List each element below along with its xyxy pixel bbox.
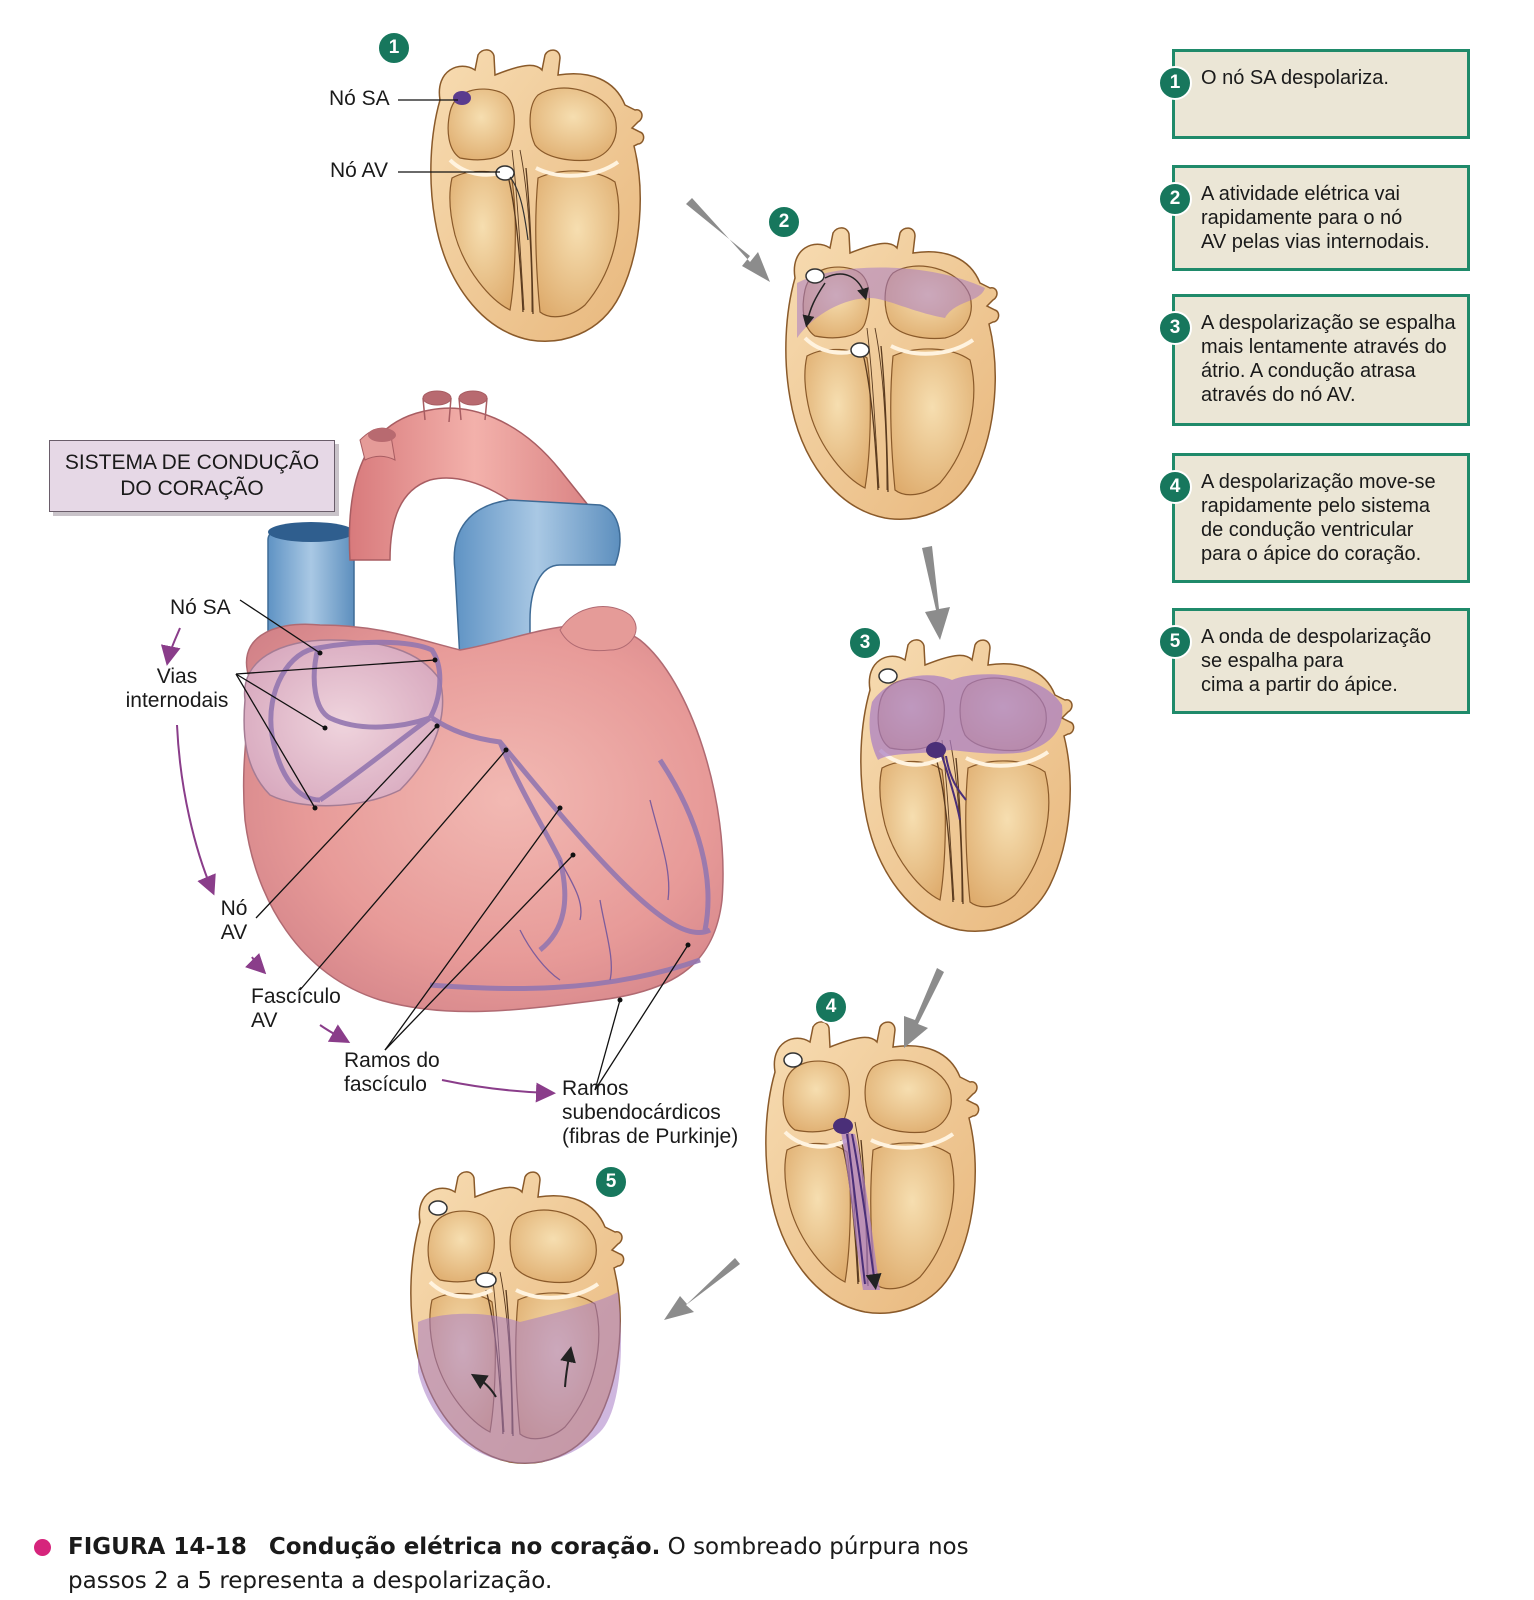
step1-badge: 1 bbox=[377, 31, 411, 65]
step1-desc-text: O nó SA despolariza. bbox=[1201, 67, 1389, 89]
figure-caption: FIGURA 14-18 Condução elétrica no coraçã… bbox=[34, 1530, 1134, 1598]
label-fasciculo-av: Fascículo AV bbox=[251, 985, 341, 1033]
step4-description: 4 A despolarização move-se rapidamente p… bbox=[1158, 453, 1470, 583]
label-ramos-line1: Ramos do bbox=[344, 1049, 440, 1072]
step3-desc-badge: 3 bbox=[1158, 311, 1192, 345]
step2-desc-text: A atividade elétrica vai rapidamente par… bbox=[1201, 183, 1430, 253]
step2-desc-badge: 2 bbox=[1158, 182, 1192, 216]
label-ramos-fasciculo: Ramos do fascículo bbox=[344, 1049, 440, 1097]
label-no-sa: Nó SA bbox=[170, 596, 231, 619]
caption-figure-number: FIGURA 14-18 bbox=[68, 1534, 247, 1560]
label-vias-line2: internodais bbox=[125, 689, 229, 712]
conduction-system-title: SISTEMA DE CONDUÇÃO DO CORAÇÃO bbox=[49, 440, 335, 512]
label-vias-internodais: Vias internodais bbox=[118, 665, 236, 713]
step3-badge: 3 bbox=[848, 626, 882, 660]
caption-title: Condução elétrica no coração. bbox=[268, 1534, 661, 1560]
label-no-av-line2: AV bbox=[220, 921, 248, 944]
step1-no-av-label: Nó AV bbox=[330, 159, 388, 182]
step5-badge: 5 bbox=[594, 1165, 628, 1199]
caption-text-line2: passos 2 a 5 representa a despolarização… bbox=[68, 1568, 553, 1594]
step2-heart bbox=[783, 225, 1001, 522]
step4-heart bbox=[763, 1019, 981, 1316]
step1-desc-badge: 1 bbox=[1158, 66, 1192, 100]
step1-heart bbox=[428, 47, 646, 344]
step3-desc-text: A despolarização se espalha mais lentame… bbox=[1201, 312, 1456, 406]
step3-description: 3 A despolarização se espalha mais lenta… bbox=[1158, 294, 1470, 426]
step2-badge: 2 bbox=[767, 205, 801, 239]
step5-heart bbox=[408, 1169, 626, 1466]
label-sub-line3: (fibras de Purkinje) bbox=[562, 1125, 739, 1148]
label-ramos-line2: fascículo bbox=[344, 1073, 427, 1096]
step4-badge: 4 bbox=[814, 990, 848, 1024]
step4-desc-badge: 4 bbox=[1158, 470, 1192, 504]
step1-description: 1 O nó SA despolariza. bbox=[1158, 49, 1470, 139]
title-line2: DO CORAÇÃO bbox=[120, 477, 264, 500]
label-fasciculo-line1: Fascículo bbox=[251, 985, 341, 1008]
step5-description: 5 A onda de despolarização se espalha pa… bbox=[1158, 608, 1470, 714]
caption-bullet-icon bbox=[34, 1539, 51, 1556]
main-heart-illustration bbox=[160, 390, 724, 1103]
step4-desc-text: A despolarização move-se rapidamente pel… bbox=[1201, 471, 1436, 565]
label-ramos-subendocardicos: Ramos subendocárdicos (fibras de Purkinj… bbox=[562, 1077, 738, 1149]
label-no-av-line1: Nó bbox=[220, 897, 248, 920]
step5-desc-text: A onda de despolarização se espalha para… bbox=[1201, 626, 1432, 696]
step3-heart bbox=[858, 637, 1076, 934]
label-fasciculo-line2: AV bbox=[251, 1009, 278, 1032]
flow-arrows bbox=[664, 198, 950, 1320]
label-sub-line1: Ramos bbox=[562, 1077, 629, 1100]
title-line1: SISTEMA DE CONDUÇÃO bbox=[64, 451, 320, 474]
step5-desc-badge: 5 bbox=[1158, 625, 1192, 659]
label-sub-line2: subendocárdicos bbox=[562, 1101, 721, 1124]
step1-no-sa-label: Nó SA bbox=[329, 87, 390, 110]
label-vias-line1: Vias bbox=[156, 665, 198, 688]
label-no-av: Nó AV bbox=[212, 897, 256, 945]
caption-text-line1: O sombreado púrpura nos bbox=[667, 1534, 969, 1560]
step2-description: 2 A atividade elétrica vai rapidamente p… bbox=[1158, 165, 1470, 271]
